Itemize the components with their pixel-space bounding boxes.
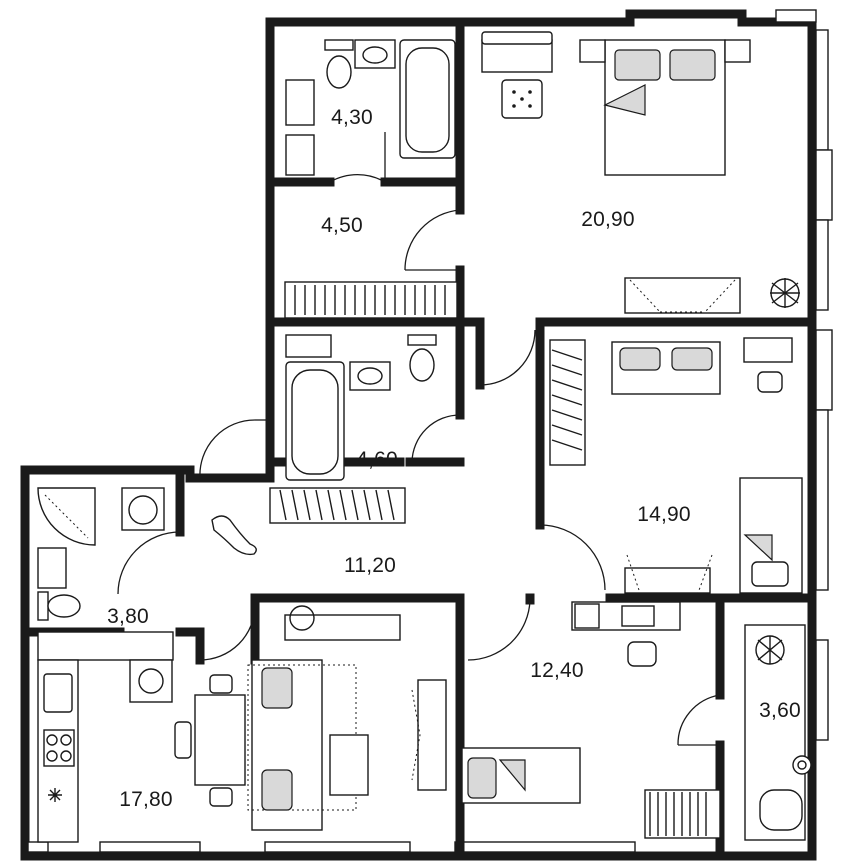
room-area-balcony: 3,60: [759, 699, 801, 722]
room-area-bedroom-small: 12,40: [530, 659, 584, 682]
room-area-corridor: 11,20: [344, 554, 396, 577]
outer-walls: [20, 9, 817, 861]
room-area-bedroom-large: 20,90: [581, 208, 635, 231]
bathroom-3-fixtures: [37, 487, 165, 621]
room-area-hall-upper: 4,50: [321, 214, 363, 237]
room-area-bathroom-3: 3,80: [107, 605, 149, 628]
hall-wardrobe: [284, 281, 458, 319]
room-area-kitchen-living: 17,80: [119, 788, 173, 811]
bathroom-1-fixtures: [285, 39, 456, 176]
bedroom-middle-furniture: [549, 337, 803, 594]
room-area-bathroom-2: 4,60: [356, 448, 398, 471]
bedroom-large-furniture: [481, 31, 800, 314]
room-area-bathroom-1: 4,30: [331, 106, 373, 129]
room-area-bedroom-middle: 14,90: [637, 503, 691, 526]
windows: [27, 9, 833, 853]
dog-drawing: [211, 515, 257, 556]
kitchen-living-furniture: [37, 605, 447, 843]
balcony-furniture: [744, 624, 812, 841]
doors: [117, 132, 721, 746]
bedroom-small-furniture: [461, 601, 721, 839]
corridor-wardrobe: [269, 487, 406, 524]
bathroom-2-fixtures: [285, 334, 437, 481]
